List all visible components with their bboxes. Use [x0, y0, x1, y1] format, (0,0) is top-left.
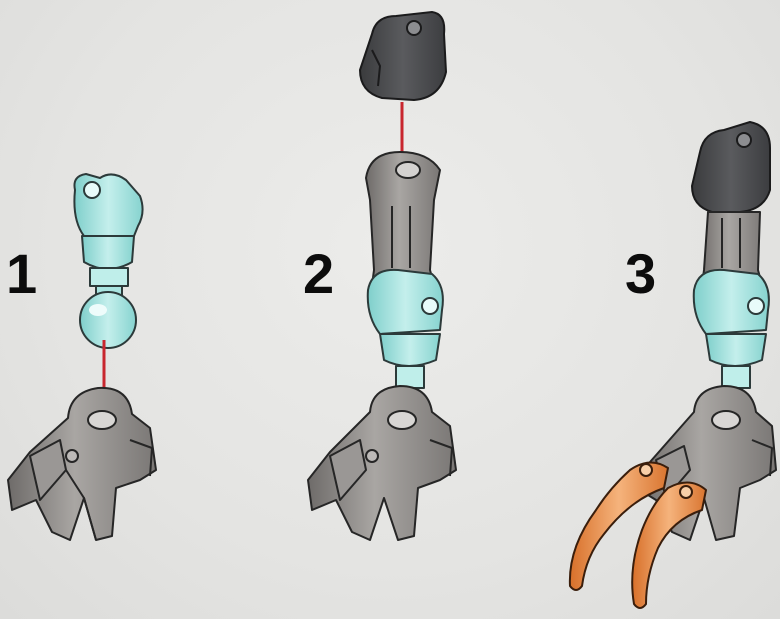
dark-gray-socket-part: [360, 12, 446, 100]
trans-teal-joint-part: [694, 270, 769, 388]
trans-teal-joint-part: [74, 174, 142, 348]
step-3-assembly: [570, 122, 776, 608]
dark-gray-socket-part: [692, 122, 770, 212]
trans-teal-joint-part: [368, 270, 443, 388]
gray-foot-part: [8, 388, 156, 540]
step-number-3: 3: [625, 246, 656, 302]
step-number-1: 1: [6, 246, 37, 302]
step-1-assembly: [8, 174, 156, 540]
gray-foot-part: [308, 386, 456, 540]
step-number-2: 2: [303, 246, 334, 302]
